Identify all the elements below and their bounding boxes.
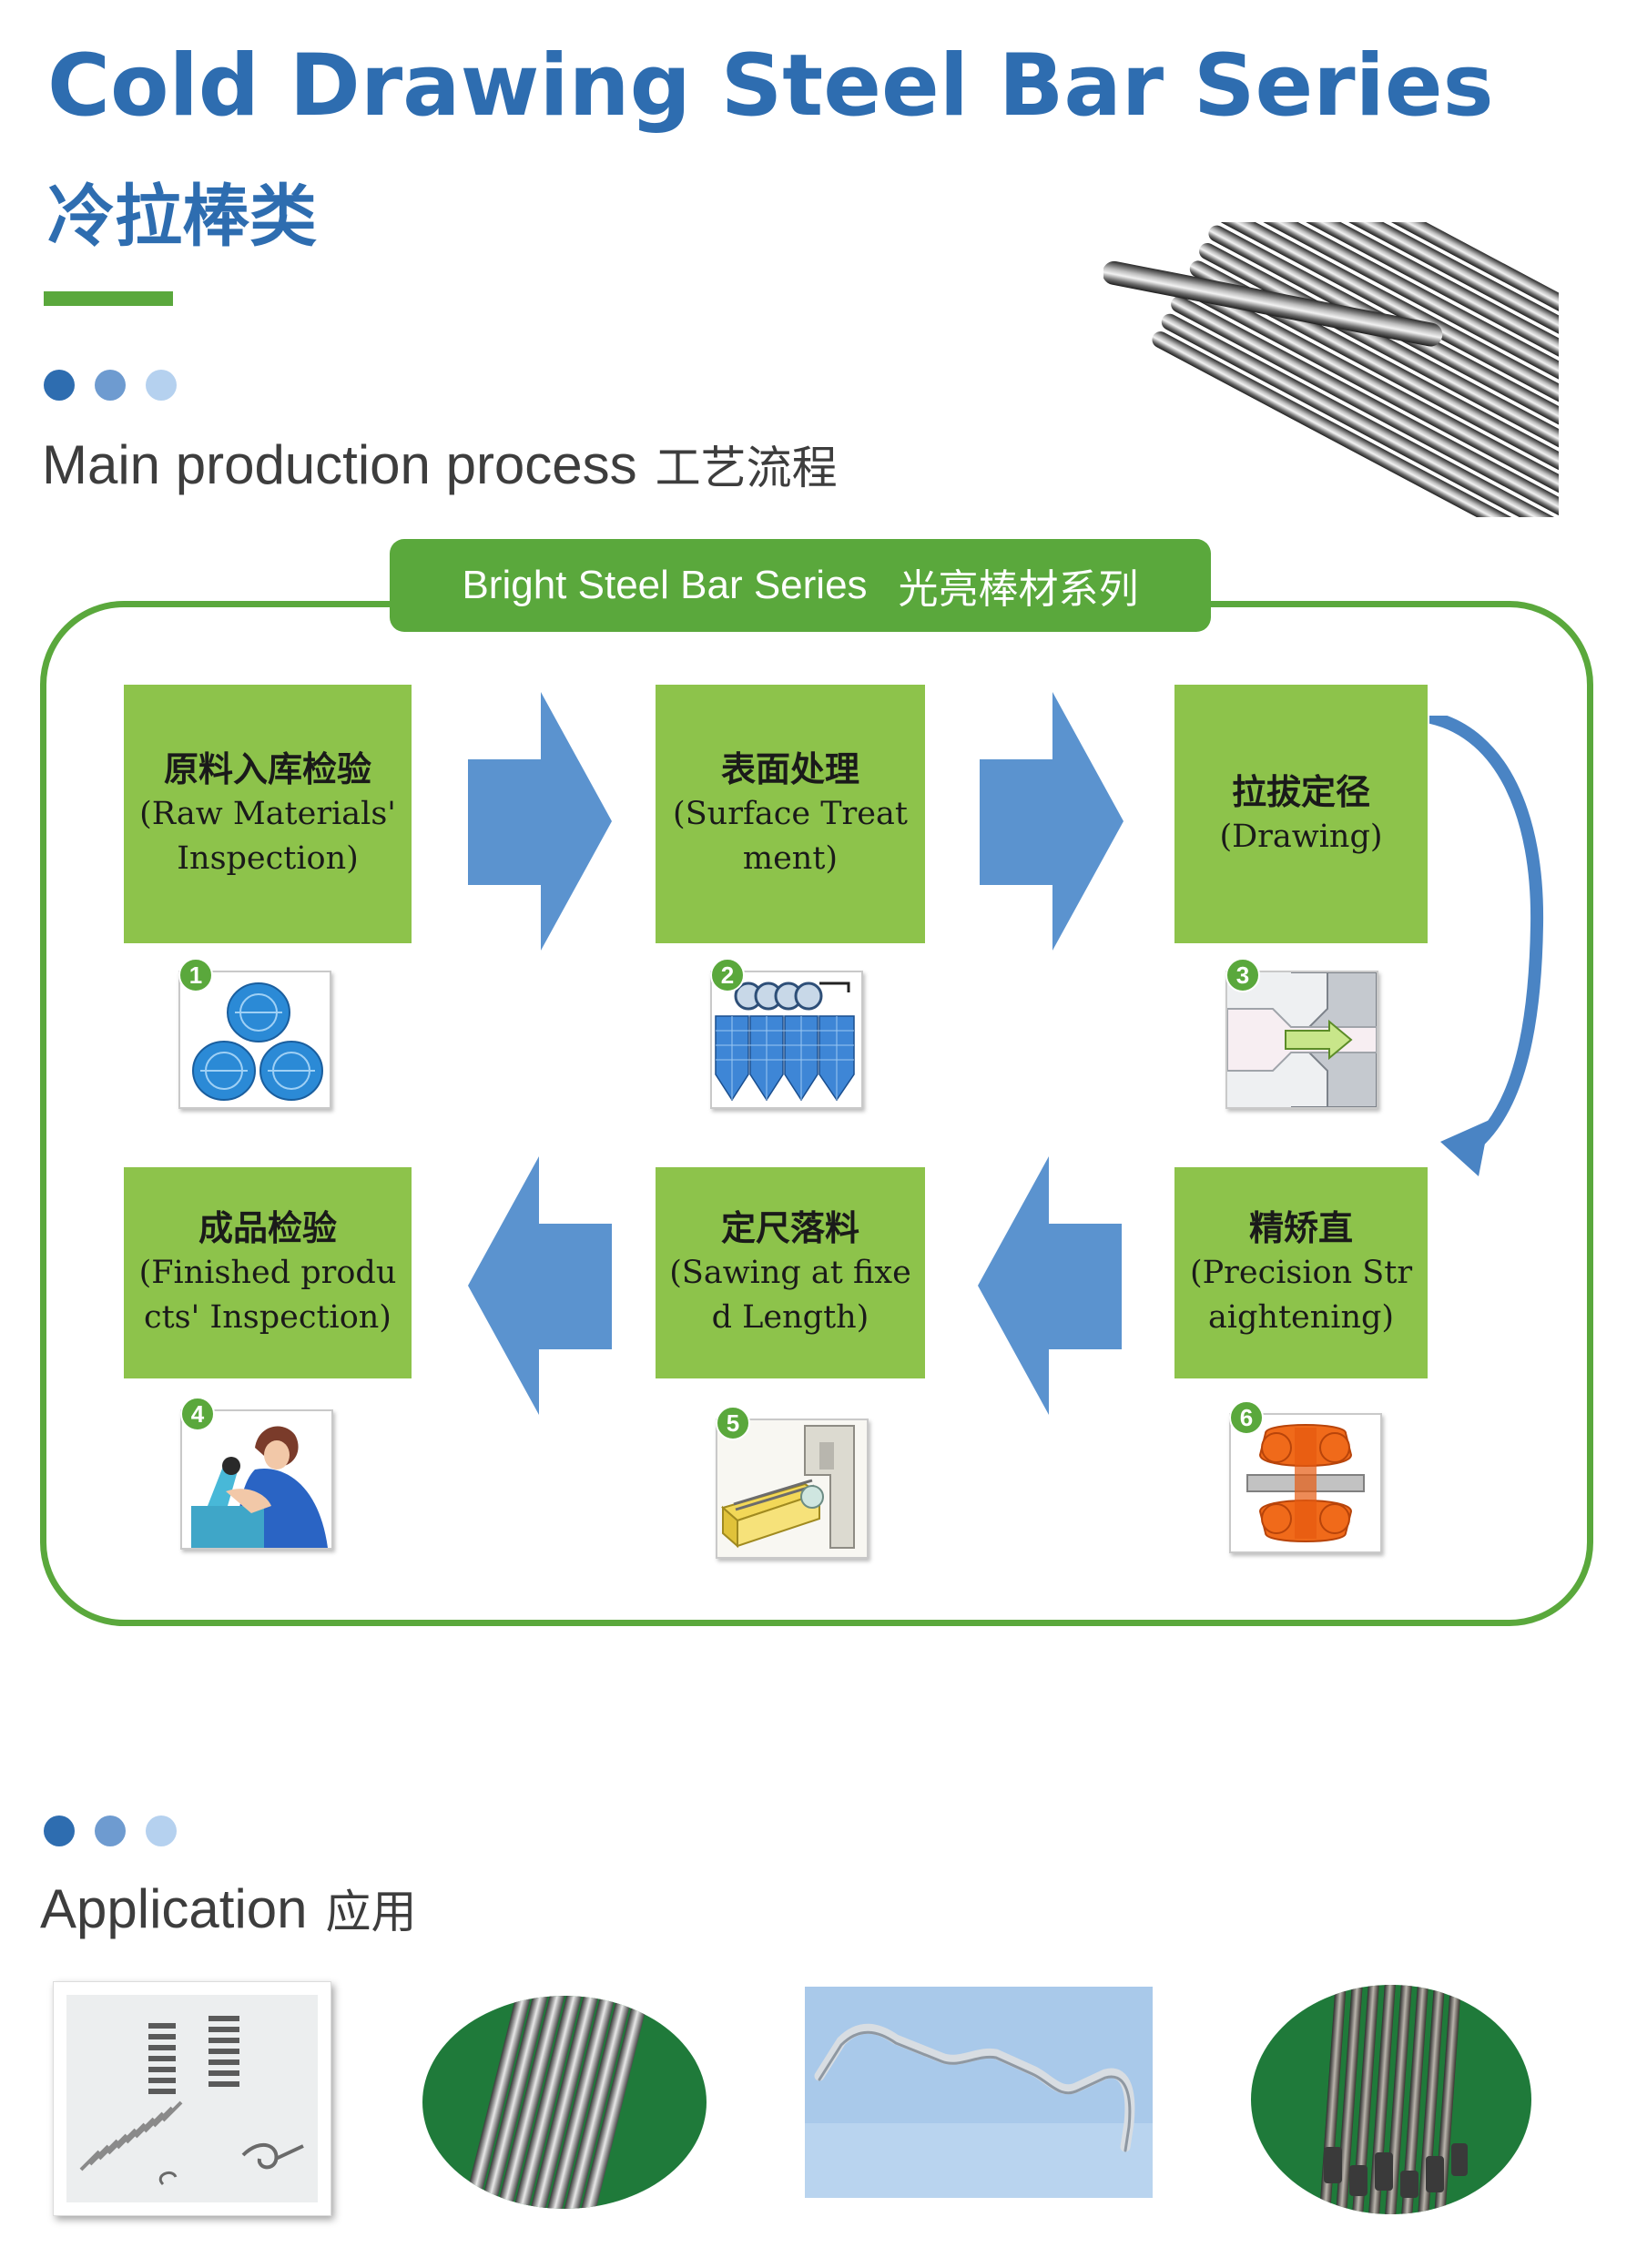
steel-bars-hero-image: [1103, 222, 1559, 517]
series-tab-en: Bright Steel Bar Series: [462, 563, 868, 607]
microscope-inspector-icon: [180, 1409, 333, 1550]
application-label-cn: 应用: [325, 1886, 417, 1938]
page-title-cn: 冷拉棒类: [47, 178, 317, 256]
application-section-label: Application 应用: [40, 1876, 417, 1941]
step-number-badge: 5: [716, 1406, 750, 1440]
section-dots: [44, 370, 177, 401]
drawing-die-icon: [1225, 971, 1378, 1109]
straightening-rolls-icon: [1229, 1413, 1382, 1553]
step-surface-treatment: 表面处理 (Surface Treatment): [656, 685, 925, 943]
step-number-badge: 1: [178, 958, 213, 992]
process-section-label: Main production process 工艺流程: [42, 432, 838, 497]
process-label-en: Main production process: [42, 434, 637, 495]
step-number-badge: 6: [1229, 1400, 1264, 1435]
application-label-en: Application: [40, 1878, 308, 1939]
arrow-right-icon: [468, 692, 614, 951]
section-dots: [44, 1815, 177, 1846]
curved-arrow-down-icon: [1429, 716, 1566, 1226]
arrow-left-icon: [976, 1156, 1122, 1415]
process-label-cn: 工艺流程: [655, 442, 838, 494]
steel-bars-photo: [421, 1994, 708, 2211]
coil-bundles-icon: [178, 971, 331, 1109]
page-title: Cold Drawing Steel Bar Series: [47, 36, 1494, 136]
step-number-badge: 3: [1225, 958, 1260, 992]
series-tab: Bright Steel Bar Series 光亮棒材系列: [390, 539, 1211, 632]
step-number-badge: 4: [180, 1397, 215, 1431]
series-tab-cn: 光亮棒材系列: [898, 566, 1139, 613]
saw-machine-icon: [716, 1419, 869, 1559]
drill-rods-photo: [1249, 1983, 1533, 2216]
step-precision-straightening: 精矫直 (Precision Straightening): [1174, 1167, 1428, 1378]
step-sawing-fixed-length: 定尺落料 (Sawing at fixed Length): [656, 1167, 925, 1378]
step-finished-products-inspection: 成品检验 (Finished products' Inspection): [124, 1167, 412, 1378]
step-number-badge: 2: [710, 958, 745, 992]
title-underline: [44, 291, 173, 306]
step-drawing: 拉拔定径 (Drawing): [1174, 685, 1428, 943]
arrow-right-icon: [980, 692, 1125, 951]
stabilizer-bar-photo: [805, 1987, 1153, 2198]
pickling-tanks-icon: [710, 971, 863, 1109]
step-raw-materials-inspection: 原料入库检验 (Raw Materials' Inspection): [124, 685, 412, 943]
springs-photo: [53, 1981, 331, 2216]
arrow-left-icon: [466, 1156, 612, 1415]
